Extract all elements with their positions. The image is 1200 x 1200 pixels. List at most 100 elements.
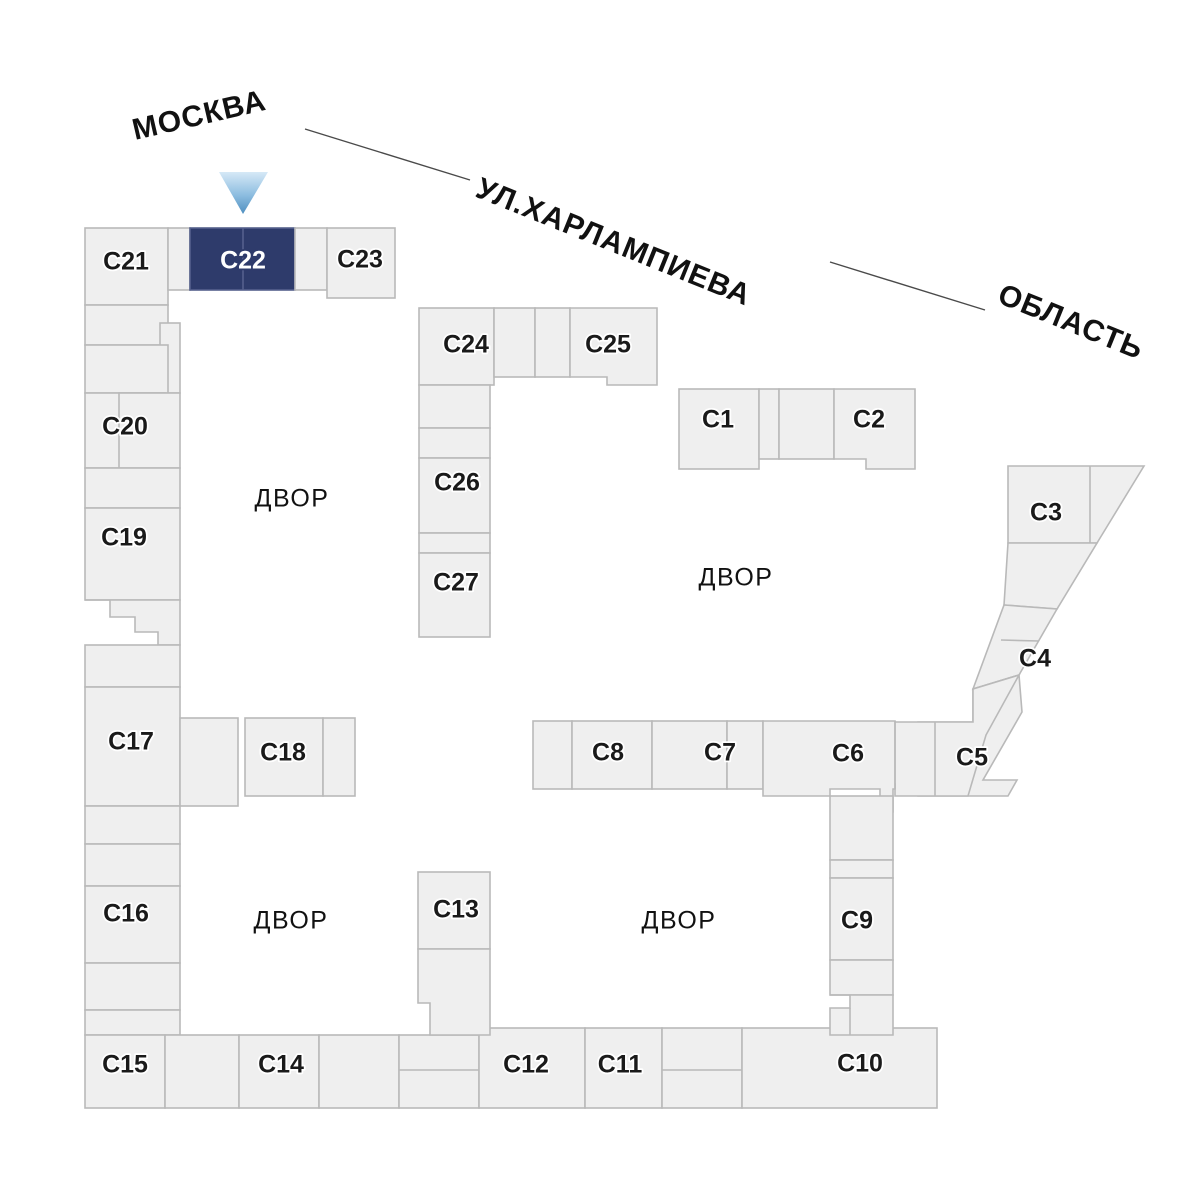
building-label-C3: C3 [1030,499,1062,527]
building-segment-left-3[interactable] [84,467,181,509]
building-C9[interactable] [829,877,894,961]
building-C19[interactable] [84,507,181,601]
building-label-C9: C9 [841,907,873,935]
building-segment-c21-c22[interactable] [167,227,191,291]
building-label-C24: C24 [443,331,489,359]
building-block-top-row[interactable] [84,227,396,306]
building-C2[interactable] [833,388,916,470]
building-segment-c24-c25a[interactable] [493,307,536,378]
building-segment-c11-c10[interactable] [661,1027,743,1109]
building-segment-c24-c25b[interactable] [534,307,571,378]
building-C13[interactable] [417,871,491,950]
building-label-C13: C13 [433,896,479,924]
building-segment-left-1[interactable] [84,304,169,346]
building-segment-c9-below[interactable] [829,959,894,996]
building-segment-left-7[interactable] [84,962,181,1011]
building-C25[interactable] [569,307,658,386]
yard-labels: ДВОР ДВОР ДВОР ДВОР [254,485,772,935]
building-C12[interactable] [478,1027,586,1109]
building-segment-c7-c6[interactable] [726,720,764,790]
building-label-C7: C7 [704,739,736,767]
building-label-C21: C21 [103,248,149,276]
building-label-C26: C26 [434,469,480,497]
direction-label-left: МОСКВА [129,84,269,147]
building-labels: C21 C22 C23 C20 C19 C17 C18 C16 C15 C14 … [99,244,1063,1081]
yard-label: ДВОР [642,907,717,935]
building-label-C10: C10 [837,1050,883,1078]
street-leader-line-left [304,128,471,181]
building-label-C6: C6 [832,740,864,768]
building-segment-c1-c2a[interactable] [758,388,780,460]
building-segment-left-2[interactable] [84,344,169,394]
building-segment-left-6[interactable] [84,843,181,887]
building-label-C4: C4 [1019,645,1051,673]
building-block-c18[interactable] [179,717,356,807]
building-block-c8-c6-row[interactable] [532,720,896,813]
building-C8[interactable] [571,720,653,790]
building-C21[interactable] [84,227,169,306]
building-block-c1-c2[interactable] [678,388,916,470]
building-label-C20: C20 [102,413,148,441]
building-C26[interactable] [418,457,491,534]
building-label-C19: C19 [101,524,147,552]
building-segment-c14-east[interactable] [318,1034,400,1109]
building-label-C23: C23 [337,246,383,274]
building-C13-tail[interactable] [417,948,491,1036]
building-C3[interactable] [1007,465,1146,544]
building-C18[interactable] [244,717,324,797]
building-C1[interactable] [678,388,760,470]
building-label-C2: C2 [853,406,885,434]
building-label-C12: C12 [503,1051,549,1079]
building-C10[interactable] [741,1027,938,1109]
building-segment-c26-above[interactable] [418,427,491,459]
direction-label-right: ОБЛАСТЬ [993,278,1148,366]
building-segment-c24-below[interactable] [418,384,491,429]
selected-building-pointer [219,172,268,214]
building-label-C16: C16 [103,900,149,928]
yard-label: ДВОР [254,907,329,935]
yard-label: ДВОР [255,485,330,513]
building-C17[interactable] [84,686,181,807]
building-label-C17: C17 [108,728,154,756]
building-label-C25: C25 [585,331,631,359]
building-segment-c6-c9[interactable] [829,795,894,861]
building-segment-left-5[interactable] [84,805,181,845]
building-segment-c9-foot[interactable] [829,994,894,1036]
building-label-C18: C18 [260,739,306,767]
building-block-middle-column[interactable] [418,307,658,638]
building-block-left-column[interactable] [84,304,181,1036]
building-segment-c17-c18[interactable] [179,717,239,807]
building-C19-step[interactable] [85,599,181,646]
building-label-C15: C15 [102,1051,148,1079]
building-block-c9[interactable] [829,795,894,1036]
building-block-bottom-row[interactable] [84,1027,938,1109]
building-segment-c22-c23[interactable] [294,227,328,291]
building-segment-left-4[interactable] [84,644,181,688]
building-label-C27: C27 [433,569,479,597]
building-C20-wing[interactable] [118,392,181,469]
building-label-C8: C8 [592,739,624,767]
building-block-c13[interactable] [417,871,491,1036]
building-C27[interactable] [418,552,491,638]
building-C4-divider [1000,639,1040,642]
building-segment-left-8[interactable] [84,1009,181,1036]
building-label-C11: C11 [598,1051,643,1079]
building-label-C14: C14 [258,1051,304,1079]
building-segment-c12-west[interactable] [398,1034,480,1109]
building-segment-c9-above[interactable] [829,859,894,879]
street-name-label: УЛ.ХАРЛАМПИЕВА [471,172,755,312]
building-C14[interactable] [238,1034,320,1109]
building-segment-c3-c4[interactable] [1003,542,1099,610]
building-segment-c26-c27[interactable] [418,532,491,554]
building-segment-c8-west[interactable] [532,720,573,790]
building-segment-c18-east[interactable] [322,717,356,797]
building-label-C5: C5 [956,744,988,772]
building-C11[interactable] [584,1027,663,1109]
building-C23[interactable] [326,227,396,299]
building-segment-c15-c14[interactable] [164,1034,240,1109]
building-block-right-strip[interactable] [884,465,1146,797]
street-leader-line-right [829,261,986,311]
building-segment-c1-c2b[interactable] [778,388,835,460]
